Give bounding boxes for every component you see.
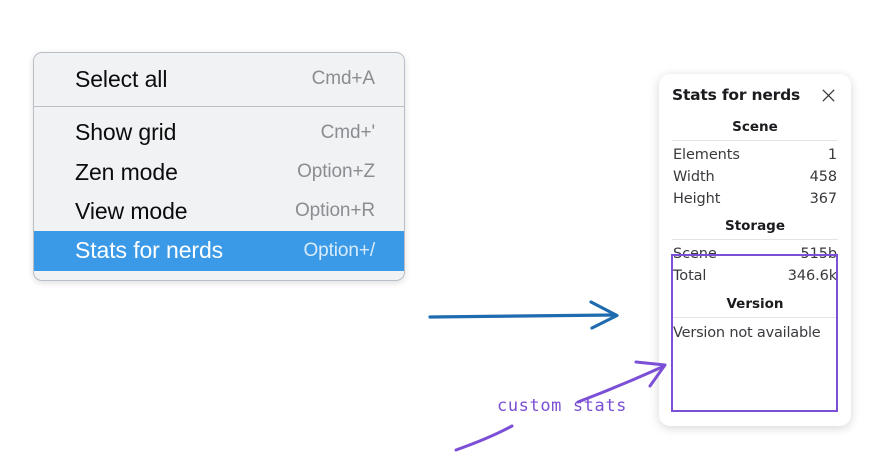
panel-header: Stats for nerds bbox=[672, 86, 838, 104]
menu-section-2: Show grid Cmd+' Zen mode Option+Z View m… bbox=[34, 113, 404, 271]
stat-row: Scene 515b bbox=[672, 243, 838, 265]
menu-section-1: Select all Cmd+A bbox=[34, 60, 404, 99]
stat-key: Width bbox=[673, 169, 715, 185]
menu-item-label: Zen mode bbox=[75, 158, 178, 185]
section-divider bbox=[672, 239, 838, 240]
section-heading: Scene bbox=[732, 119, 778, 135]
stats-section-scene: Scene Elements 1 Width 458 Height 367 bbox=[672, 117, 838, 210]
menu-item-show-grid[interactable]: Show grid Cmd+' bbox=[34, 113, 404, 152]
section-heading: Storage bbox=[724, 218, 786, 234]
menu-item-accelerator: Option+/ bbox=[303, 239, 375, 261]
stat-row: Total 346.6k bbox=[672, 265, 838, 287]
stat-key: Total bbox=[673, 268, 707, 284]
stats-section-storage: Storage Scene 515b Total 346.6k bbox=[672, 216, 838, 287]
panel-title: Stats for nerds bbox=[672, 86, 801, 104]
stat-value: 1 bbox=[827, 147, 837, 163]
stat-row: Elements 1 bbox=[672, 144, 838, 166]
stats-for-nerds-panel: Stats for nerds Scene Elements 1 Width 4… bbox=[659, 74, 851, 426]
blue-arrow-annotation bbox=[428, 300, 619, 330]
menu-item-stats-for-nerds[interactable]: Stats for nerds Option+/ bbox=[34, 231, 404, 271]
stat-value: 515b bbox=[800, 246, 838, 262]
stat-value: 346.6k bbox=[787, 268, 837, 284]
menu-item-label: Stats for nerds bbox=[75, 237, 224, 264]
stat-key: Height bbox=[673, 191, 721, 207]
menu-item-accelerator: Option+Z bbox=[297, 160, 375, 182]
menu-item-accelerator: Cmd+A bbox=[311, 68, 375, 90]
section-divider bbox=[672, 317, 838, 318]
stat-row: Width 458 bbox=[672, 166, 838, 188]
custom-stats-annotation-label: custom stats bbox=[497, 396, 628, 416]
menu-item-label: View mode bbox=[75, 198, 188, 225]
version-value: Version not available bbox=[673, 325, 821, 341]
context-menu[interactable]: Select all Cmd+A Show grid Cmd+' Zen mod… bbox=[33, 52, 405, 281]
menu-item-zen-mode[interactable]: Zen mode Option+Z bbox=[34, 153, 404, 192]
menu-item-view-mode[interactable]: View mode Option+R bbox=[34, 192, 404, 231]
menu-item-select-all[interactable]: Select all Cmd+A bbox=[34, 60, 404, 99]
section-heading: Version bbox=[726, 296, 784, 312]
menu-item-label: Select all bbox=[75, 66, 168, 92]
purple-arrow-annotation bbox=[454, 360, 667, 452]
stat-value: 458 bbox=[809, 169, 837, 185]
stat-key: Scene bbox=[673, 246, 717, 262]
stat-key: Elements bbox=[673, 147, 740, 163]
close-icon[interactable] bbox=[820, 87, 837, 104]
menu-separator bbox=[34, 106, 404, 108]
stats-section-version: Version Version not available bbox=[672, 294, 838, 344]
menu-item-label: Show grid bbox=[75, 119, 177, 146]
section-divider bbox=[672, 140, 838, 141]
menu-item-accelerator: Cmd+' bbox=[320, 121, 375, 143]
stat-row: Height 367 bbox=[672, 188, 838, 210]
menu-item-accelerator: Option+R bbox=[295, 200, 375, 222]
stat-value: 367 bbox=[809, 191, 837, 207]
